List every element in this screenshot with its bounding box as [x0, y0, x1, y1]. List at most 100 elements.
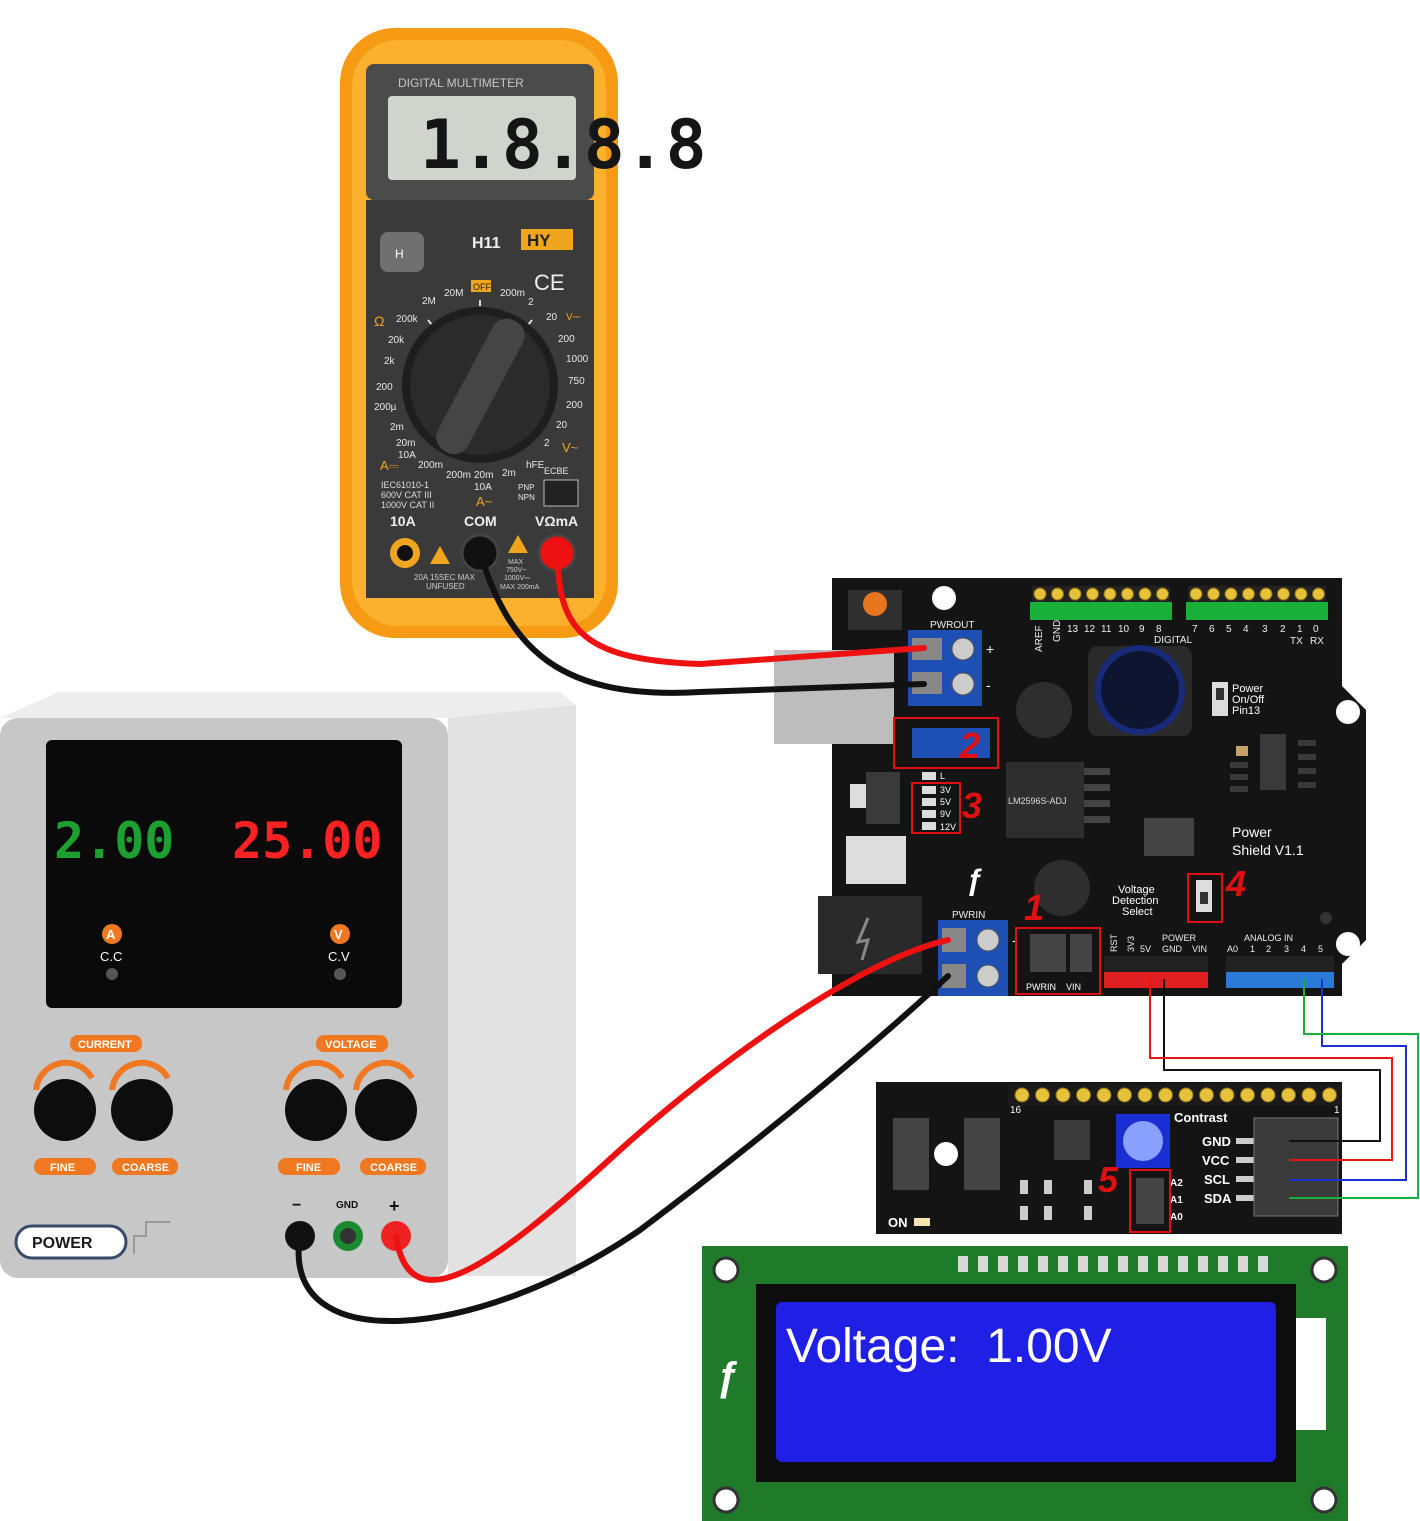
- svg-text:Ω: Ω: [374, 313, 384, 329]
- screw-icon[interactable]: [977, 929, 999, 951]
- ce-mark: CE: [534, 270, 565, 295]
- svg-text:8: 8: [1156, 624, 1162, 635]
- svg-text:VIN: VIN: [1066, 982, 1081, 992]
- svg-text:MAX: MAX: [508, 559, 524, 566]
- svg-text:VCC: VCC: [1202, 1153, 1230, 1168]
- reset-button[interactable]: [863, 592, 887, 616]
- lcd-header-pin: [1282, 1088, 1296, 1102]
- svg-text:1000V⎓: 1000V⎓: [504, 575, 530, 582]
- svg-text:PNP: PNP: [518, 483, 534, 492]
- lcd-pin: [1258, 1256, 1268, 1272]
- svg-text:20m: 20m: [474, 470, 493, 481]
- svg-text:RST: RST: [1109, 933, 1119, 952]
- svg-text:DIGITAL: DIGITAL: [1154, 635, 1193, 646]
- svg-text:6: 6: [1209, 624, 1215, 635]
- svg-text:A~: A~: [476, 494, 493, 509]
- svg-text:1: 1: [1250, 944, 1255, 954]
- cc-label: C.C: [100, 949, 122, 964]
- svg-text:UNFUSED: UNFUSED: [426, 582, 465, 591]
- svg-text:OFF: OFF: [473, 282, 491, 292]
- svg-text:200m: 200m: [446, 470, 471, 481]
- header-pin: [1122, 588, 1134, 600]
- lcd-pin: [1098, 1256, 1108, 1272]
- current-readout: 2.00: [54, 812, 174, 870]
- address-jumpers[interactable]: [1136, 1178, 1164, 1224]
- svg-text:200m: 200m: [500, 288, 525, 299]
- header-pin: [1278, 588, 1290, 600]
- lcd-module: ƒ Voltage: 1.00V: [702, 1246, 1348, 1521]
- screw-icon[interactable]: [952, 638, 974, 660]
- lcd-header-pin: [1077, 1088, 1091, 1102]
- svg-text:A2: A2: [1170, 1178, 1183, 1189]
- svg-text:10A: 10A: [390, 513, 416, 529]
- spec-text: IEC61010-1 600V CAT III 1000V CAT II: [381, 480, 434, 510]
- header-pin: [1260, 588, 1272, 600]
- lcd-header-pin: [1056, 1088, 1070, 1102]
- svg-text:750: 750: [568, 376, 585, 387]
- svg-text:A1: A1: [1170, 1195, 1183, 1206]
- svg-text:200: 200: [558, 334, 575, 345]
- header-pin: [1190, 588, 1202, 600]
- multimeter: DIGITAL MULTIMETER 1.8.8.8 H H11 HY CE 2…: [340, 28, 707, 638]
- lcd-pin: [1138, 1256, 1148, 1272]
- backlight-tab: [1296, 1318, 1326, 1430]
- svg-text:16: 16: [1010, 1105, 1022, 1116]
- mount-hole: [714, 1488, 738, 1512]
- svg-text:ANALOG IN: ANALOG IN: [1244, 933, 1293, 943]
- power-shield-board: AREF GND 13 12 11 10 9 8 DIGITAL 7 6 5 4…: [774, 578, 1366, 996]
- svg-text:Pin13: Pin13: [1232, 705, 1260, 717]
- svg-text:10: 10: [1118, 624, 1130, 635]
- dc-jack: [818, 896, 922, 974]
- current-coarse-knob[interactable]: [111, 1079, 173, 1141]
- voltage-coarse-knob[interactable]: [355, 1079, 417, 1141]
- lcd-header-pin: [1241, 1088, 1255, 1102]
- svg-text:10A: 10A: [398, 450, 416, 461]
- callout-3: 3: [962, 785, 982, 826]
- lcd-pin: [1018, 1256, 1028, 1272]
- inductor: [1098, 648, 1182, 732]
- current-fine-knob[interactable]: [34, 1079, 96, 1141]
- svg-text:2: 2: [1280, 624, 1286, 635]
- psu-display: [46, 740, 402, 1008]
- pwrin-label: PWRIN: [952, 910, 985, 921]
- header-pin: [1034, 588, 1046, 600]
- svg-text:SCL: SCL: [1204, 1172, 1230, 1187]
- screw-icon[interactable]: [952, 673, 974, 695]
- multimeter-reading: 1.8.8.8: [420, 106, 707, 185]
- svg-text:V⎓: V⎓: [566, 312, 581, 323]
- lcd-header-pin: [1015, 1088, 1029, 1102]
- svg-text:5V: 5V: [940, 797, 951, 807]
- svg-text:3: 3: [1284, 944, 1289, 954]
- mount-hole: [714, 1258, 738, 1282]
- lcd-pin: [1058, 1256, 1068, 1272]
- analog-header: [1226, 956, 1334, 972]
- svg-text:2: 2: [1266, 944, 1271, 954]
- pwrin-jumper[interactable]: [1030, 934, 1066, 972]
- svg-text:+: +: [389, 1196, 400, 1216]
- header-pin: [1069, 588, 1081, 600]
- header-pin: [1087, 588, 1099, 600]
- callout-2: 2: [959, 725, 980, 766]
- svg-text:20A 15SEC MAX: 20A 15SEC MAX: [414, 573, 476, 582]
- dfrobot-logo-icon: ƒ: [966, 864, 983, 897]
- lcd-pin: [1078, 1256, 1088, 1272]
- svg-text:4: 4: [1301, 944, 1306, 954]
- svg-text:RX: RX: [1310, 636, 1324, 647]
- svg-text:750V~: 750V~: [506, 567, 526, 574]
- lcd-pin: [1178, 1256, 1188, 1272]
- vin-jumper[interactable]: [1070, 934, 1092, 972]
- svg-text:4: 4: [1243, 624, 1249, 635]
- power-header: [1104, 956, 1208, 972]
- bench-power-supply: 2.00 25.00 A C.C V C.V CURRENT VOLTAGE F…: [0, 692, 576, 1278]
- svg-text:5: 5: [1318, 944, 1323, 954]
- lcd-pin: [978, 1256, 988, 1272]
- shield-name: Power: [1232, 824, 1272, 840]
- svg-text:2: 2: [544, 438, 550, 449]
- svg-text:200: 200: [566, 400, 583, 411]
- svg-text:200k: 200k: [396, 314, 419, 325]
- svg-text:A: A: [106, 927, 116, 942]
- capacitor: [1016, 682, 1072, 738]
- voltage-fine-knob[interactable]: [285, 1079, 347, 1141]
- svg-text:2m: 2m: [390, 422, 404, 433]
- screw-icon[interactable]: [977, 965, 999, 987]
